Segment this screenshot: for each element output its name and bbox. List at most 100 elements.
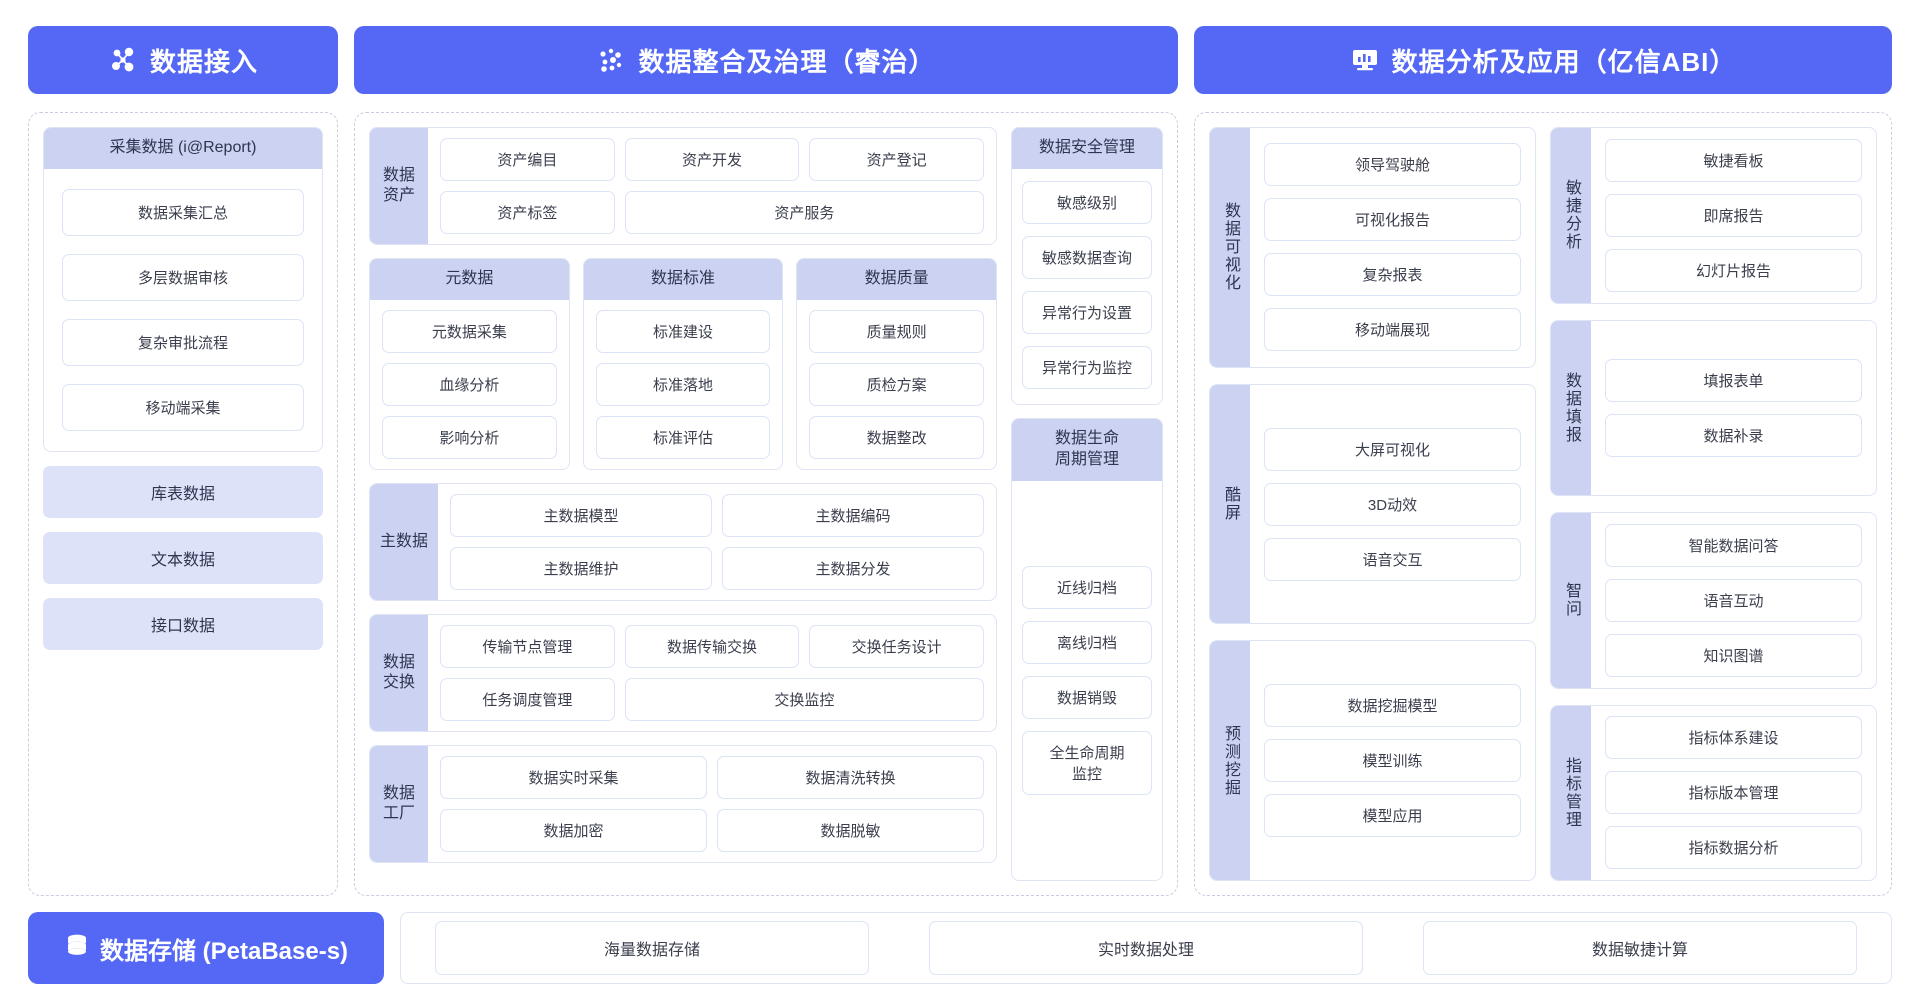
card-data-standard: 数据标准 标准建设 标准落地 标准评估 [582,258,784,470]
list-item[interactable]: 即席报告 [1605,193,1862,237]
list-item[interactable]: 影响分析 [382,415,557,459]
list-item[interactable]: 数据补录 [1605,413,1862,457]
block-label: 数据填报 [1551,320,1591,495]
list-item[interactable]: 离线归档 [1022,620,1152,664]
block-label: 数据工厂 [370,745,428,862]
list-item[interactable]: 交换任务设计 [809,624,984,668]
list-item[interactable]: 海量数据存储 [435,921,869,975]
list-item[interactable]: 可视化报告 [1264,198,1521,242]
list-item[interactable]: 异常行为设置 [1022,290,1152,334]
card-collect-data: 采集数据 (i@Report) 数据采集汇总 多层数据审核 复杂审批流程 移动端… [43,127,323,452]
list-item[interactable]: 资产登记 [809,138,984,181]
list-item[interactable]: 血缘分析 [382,362,557,406]
list-item[interactable]: 数据销毁 [1022,675,1152,719]
list-item[interactable]: 标准评估 [595,415,771,459]
column-data-analysis: 数据可视化 领导驾驶舱 可视化报告 复杂报表 移动端展现 酷屏 大屏可视化 [1194,112,1892,896]
list-item[interactable]: 数据实时采集 [440,755,707,799]
card-body: 数据采集汇总 多层数据审核 复杂审批流程 移动端采集 [44,169,322,451]
list-item[interactable]: 数据整改 [809,415,985,459]
list-item[interactable]: 任务调度管理 [440,677,615,721]
chip-table-data[interactable]: 库表数据 [43,465,323,518]
list-item[interactable]: 标准落地 [595,362,771,406]
banner-row: 数据接入 数据整合及治理（睿治） [28,26,1892,94]
list-item[interactable]: 指标数据分析 [1605,826,1862,870]
list-item[interactable]: 主数据维护 [450,546,712,590]
card-data-quality: 数据质量 质量规则 质检方案 数据整改 [796,258,998,470]
list-item[interactable]: 主数据模型 [450,493,712,537]
list-item[interactable]: 质检方案 [809,362,985,406]
list-item[interactable]: 质量规则 [809,309,985,353]
list-item[interactable]: 敏感级别 [1022,180,1152,224]
list-item[interactable]: 移动端采集 [62,383,304,431]
list-item[interactable]: 主数据编码 [722,493,984,537]
list-item[interactable]: 资产编目 [440,138,615,181]
block-data-asset: 数据资产 资产编目 资产开发 资产登记 资产标签 资产服务 [369,127,997,245]
list-item[interactable]: 智能数据问答 [1605,523,1862,567]
chip-interface-data[interactable]: 接口数据 [43,597,323,650]
block-label-text: 数据工厂 [382,784,415,822]
list-item[interactable]: 数据清洗转换 [717,755,984,799]
block-label: 智问 [1551,513,1591,688]
block-label-text: 数据资产 [382,167,415,204]
list-item[interactable]: 填报表单 [1605,358,1862,402]
list-item[interactable]: 实时数据处理 [929,921,1363,975]
list-item[interactable]: 数据传输交换 [624,624,800,668]
block-data-exchange: 数据交换 传输节点管理 数据传输交换 交换任务设计 任务调度管理 交换监控 [369,613,997,732]
block-master-data: 主数据 主数据模型 主数据编码 主数据维护 主数据分发 [369,482,997,601]
list-item[interactable]: 元数据采集 [382,309,557,353]
block-items: 主数据模型 主数据编码 主数据维护 主数据分发 [438,484,996,600]
list-item[interactable]: 敏感数据查询 [1022,235,1152,279]
column-data-access: 采集数据 (i@Report) 数据采集汇总 多层数据审核 复杂审批流程 移动端… [28,112,338,896]
list-item[interactable]: 敏捷看板 [1605,138,1862,182]
list-item[interactable]: 模型应用 [1264,794,1521,838]
list-item[interactable]: 模型训练 [1264,739,1521,783]
list-item[interactable]: 领导驾驶舱 [1264,143,1521,187]
list-item[interactable]: 数据采集汇总 [62,188,304,236]
list-item[interactable]: 指标体系建设 [1605,716,1862,760]
block-data-visualization: 数据可视化 领导驾驶舱 可视化报告 复杂报表 移动端展现 [1209,127,1536,368]
banner-data-access[interactable]: 数据接入 [28,26,338,94]
list-item[interactable]: 全生命周期 监控 [1022,730,1152,795]
block-label: 数据可视化 [1210,128,1250,367]
list-item[interactable]: 交换监控 [624,677,984,721]
list-item[interactable]: 语音互动 [1605,578,1862,622]
storage-items-strip: 海量数据存储 实时数据处理 数据敏捷计算 [400,912,1892,984]
banner-data-analysis[interactable]: 数据分析及应用（亿信ABI） [1194,26,1892,94]
list-item[interactable]: 传输节点管理 [440,624,615,668]
list-item[interactable]: 复杂报表 [1264,253,1521,297]
list-item[interactable]: 数据加密 [440,808,707,852]
list-item[interactable]: 标准建设 [595,309,771,353]
list-item[interactable]: 资产标签 [440,191,615,234]
card-title: 数据生命 周期管理 [1012,419,1162,481]
list-item[interactable]: 大屏可视化 [1264,427,1521,471]
list-item[interactable]: 主数据分发 [722,546,984,590]
list-item[interactable]: 知识图谱 [1605,633,1862,677]
list-item[interactable]: 数据脱敏 [717,808,984,852]
list-item[interactable]: 异常行为监控 [1022,345,1152,389]
card-data-lifecycle: 数据生命 周期管理 近线归档 离线归档 数据销毁 全生命周期 监控 [1011,418,1163,881]
bi-right-column: 敏捷分析 敏捷看板 即席报告 幻灯片报告 数据填报 填报表单 数据补录 [1550,127,1877,881]
block-label-text: 数据填报 [1563,371,1580,444]
list-item[interactable]: 数据敏捷计算 [1423,921,1857,975]
banner-data-storage[interactable]: 数据存储 (PetaBase-s) [28,912,384,984]
list-item[interactable]: 语音交互 [1264,537,1521,581]
list-item[interactable]: 资产服务 [624,191,984,234]
list-item[interactable]: 数据挖掘模型 [1264,684,1521,728]
list-item[interactable]: 复杂审批流程 [62,318,304,366]
card-title: 数据标准 [583,259,783,300]
list-item[interactable]: 资产开发 [624,138,800,181]
banner-title: 数据接入 [149,46,258,77]
chip-text-data[interactable]: 文本数据 [43,531,323,584]
block-predictive-mining: 预测挖掘 数据挖掘模型 模型训练 模型应用 [1209,640,1536,882]
block-data-filling: 数据填报 填报表单 数据补录 [1550,319,1877,496]
list-item[interactable]: 3D动效 [1264,482,1521,526]
block-items: 大屏可视化 3D动效 语音交互 [1250,385,1535,624]
list-item[interactable]: 幻灯片报告 [1605,248,1862,292]
list-item[interactable]: 近线归档 [1022,565,1152,609]
banner-data-governance[interactable]: 数据整合及治理（睿治） [354,26,1178,94]
list-item[interactable]: 移动端展现 [1264,308,1521,352]
list-item[interactable]: 指标版本管理 [1605,771,1862,815]
list-item[interactable]: 多层数据审核 [62,253,304,301]
data-dots-icon [596,45,626,75]
